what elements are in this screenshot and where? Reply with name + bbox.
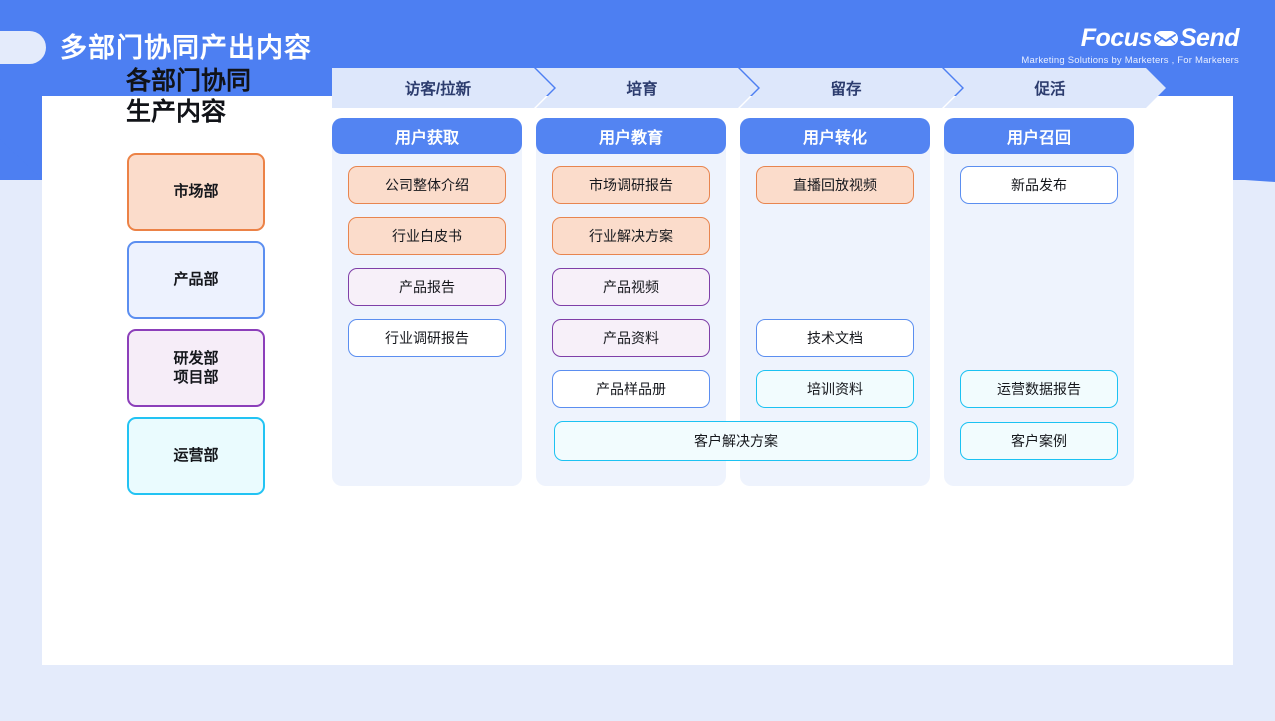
content-chip[interactable]: 公司整体介绍 (348, 166, 506, 204)
column-header-education[interactable]: 用户教育 (536, 118, 726, 154)
content-chip[interactable]: 培训资料 (756, 370, 914, 408)
page-title: 多部门协同产出内容 (60, 33, 312, 63)
brand-logo: Focus Send Marketing Solutions by Market… (1021, 24, 1240, 67)
funnel-area: 访客/拉新 培育 留存 促活 用户获取 公司整体介绍 行业白皮书 产品报告 行业… (332, 68, 1152, 568)
content-chip[interactable]: 产品报告 (348, 268, 506, 306)
logo-tagline: Marketing Solutions by Marketers , For M… (1021, 55, 1239, 66)
logo-text-left: Focus (1080, 24, 1153, 52)
content-chip[interactable]: 客户案例 (960, 422, 1118, 460)
stage-chevron-row: 访客/拉新 培育 留存 促活 (332, 68, 1152, 108)
stage-chevron-activation[interactable]: 促活 (944, 68, 1166, 108)
column-header-conversion[interactable]: 用户转化 (740, 118, 930, 154)
department-box-product[interactable]: 产品部 (127, 241, 265, 319)
content-chip[interactable]: 市场调研报告 (552, 166, 710, 204)
content-chip[interactable]: 直播回放视频 (756, 166, 914, 204)
stage-chevron-nurture[interactable]: 培育 (536, 68, 758, 108)
logo-wordmark: Focus Send (1021, 24, 1240, 52)
stage-label: 促活 (1034, 81, 1066, 98)
department-box-marketing[interactable]: 市场部 (127, 153, 265, 231)
envelope-icon (1153, 30, 1179, 47)
content-chip[interactable]: 技术文档 (756, 319, 914, 357)
funnel-columns: 用户获取 公司整体介绍 行业白皮书 产品报告 行业调研报告 用户教育 市场调研报… (332, 118, 1152, 486)
stage-label: 培育 (626, 81, 658, 98)
column-header-acquisition[interactable]: 用户获取 (332, 118, 522, 154)
content-chip[interactable]: 运营数据报告 (960, 370, 1118, 408)
funnel-column-acquisition: 用户获取 公司整体介绍 行业白皮书 产品报告 行业调研报告 (332, 118, 522, 486)
funnel-column-recall: 用户召回 新品发布 运营数据报告 客户案例 (944, 118, 1134, 486)
stage-label: 访客/拉新 (404, 81, 472, 98)
stage-chevron-acquisition[interactable]: 访客/拉新 (332, 68, 554, 108)
content-chip-span-solution[interactable]: 客户解决方案 (554, 421, 918, 461)
department-box-rnd-project[interactable]: 研发部 项目部 (127, 329, 265, 407)
content-chip[interactable]: 产品视频 (552, 268, 710, 306)
content-chip[interactable]: 行业解决方案 (552, 217, 710, 255)
content-chip[interactable]: 产品样品册 (552, 370, 710, 408)
header-pill-icon (0, 31, 46, 64)
department-box-operations[interactable]: 运营部 (127, 417, 265, 495)
department-column: 各部门协同 生产内容 市场部 产品部 研发部 项目部 运营部 (86, 66, 266, 505)
content-chip[interactable]: 行业调研报告 (348, 319, 506, 357)
content-chip[interactable]: 新品发布 (960, 166, 1118, 204)
stage-label: 留存 (830, 81, 862, 98)
stage-chevron-retention[interactable]: 留存 (740, 68, 962, 108)
logo-text-right: Send (1179, 24, 1240, 52)
content-chip[interactable]: 产品资料 (552, 319, 710, 357)
content-chip[interactable]: 行业白皮书 (348, 217, 506, 255)
column-header-recall[interactable]: 用户召回 (944, 118, 1134, 154)
department-heading: 各部门协同 生产内容 (126, 67, 252, 126)
